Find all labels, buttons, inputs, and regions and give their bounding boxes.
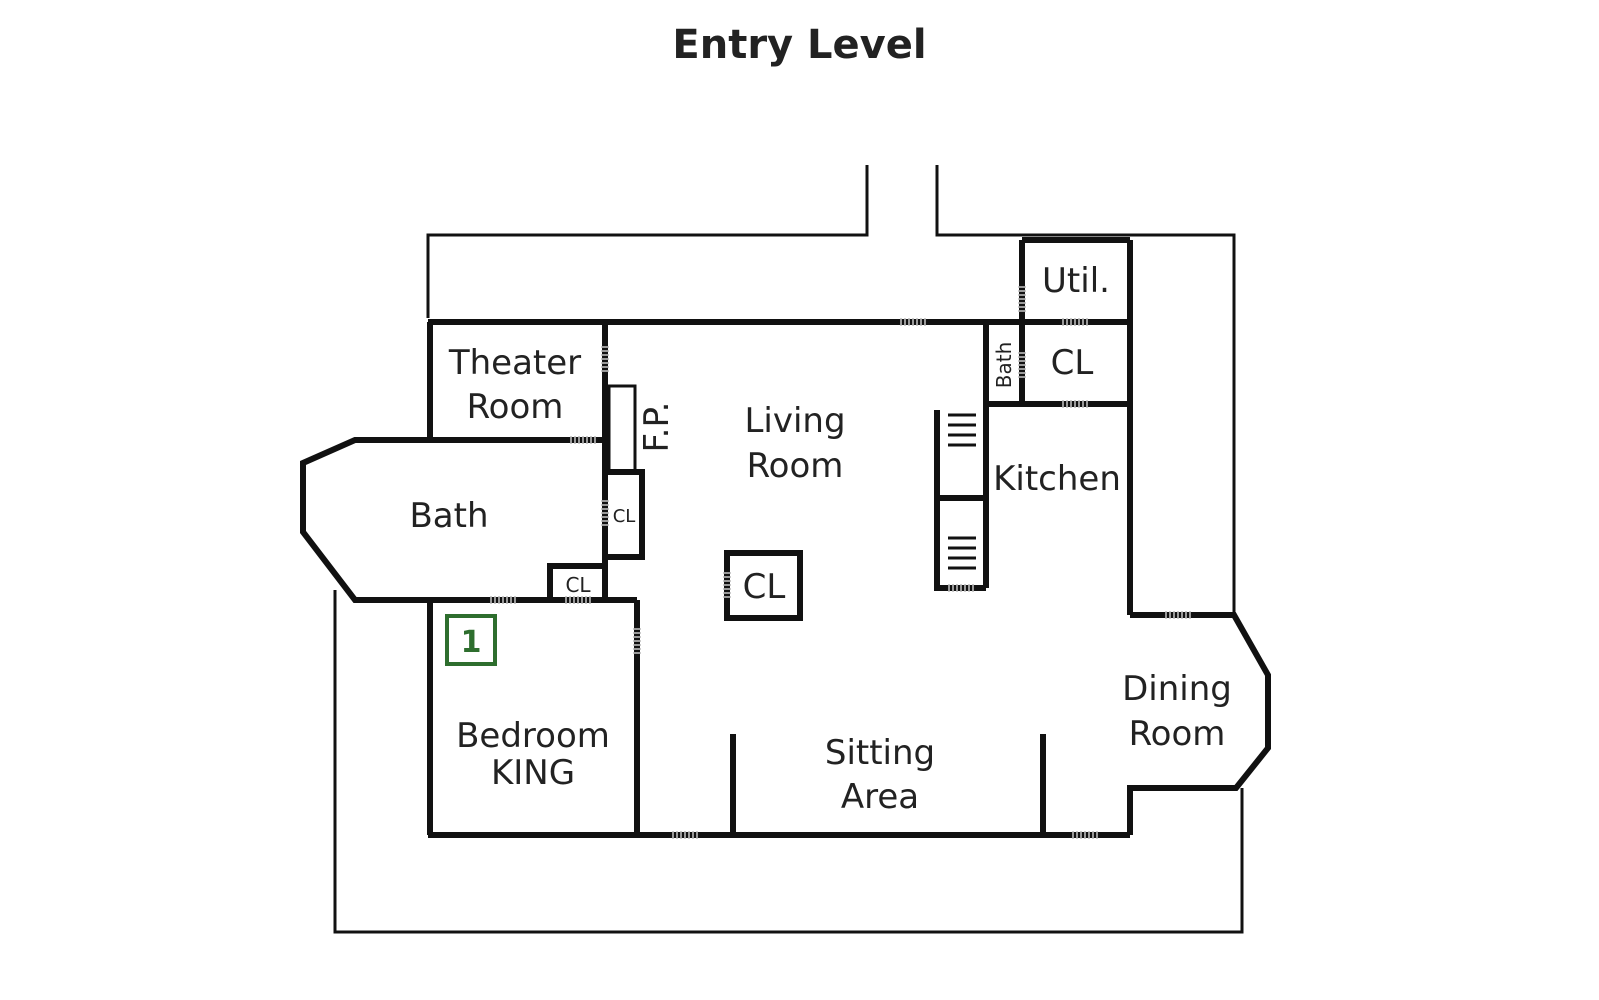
rear-deck-outline [333,590,1244,934]
room-label-bath-small: Bath [992,342,1016,389]
deck-outlines [333,165,1244,934]
room-label-sitting: Sitting [825,733,935,773]
room-label-bedroom: KING [491,753,575,793]
front-deck-outline-right [935,165,1236,615]
room-label-cl-top: CL [1051,343,1094,383]
room-label-living: Room [747,446,844,486]
stairs [948,413,976,570]
wall-dining [1127,612,1271,835]
doors [490,286,1193,839]
walls [300,237,1271,838]
room-label-dining: Room [1129,714,1226,754]
room-label-sitting: Area [841,777,919,817]
room-label-theater: Theater [448,343,581,383]
room-label-util: Util. [1042,261,1110,301]
room-label-dining: Dining [1122,669,1232,709]
fireplace-box [607,384,637,474]
marker-number: 1 [461,625,482,660]
room-label-cl-wall: CL [613,506,636,527]
bedroom-number-marker: 1 [445,614,497,666]
wall-bath-main [300,437,637,603]
page-title: Entry Level [672,22,927,68]
room-label-bath-main: Bath [409,496,488,536]
room-label-cl-small: CL [565,573,591,597]
front-deck-outline [426,165,869,318]
room-label-fireplace: F.P. [637,402,677,453]
thin-walls [607,322,1024,474]
room-label-kitchen: Kitchen [993,459,1121,499]
room-label-theater: Room [467,387,564,427]
room-label-bedroom: Bedroom [456,716,610,756]
room-label-cl-center: CL [743,567,786,607]
marker-box [445,614,497,666]
room-label-living: Living [744,401,845,441]
